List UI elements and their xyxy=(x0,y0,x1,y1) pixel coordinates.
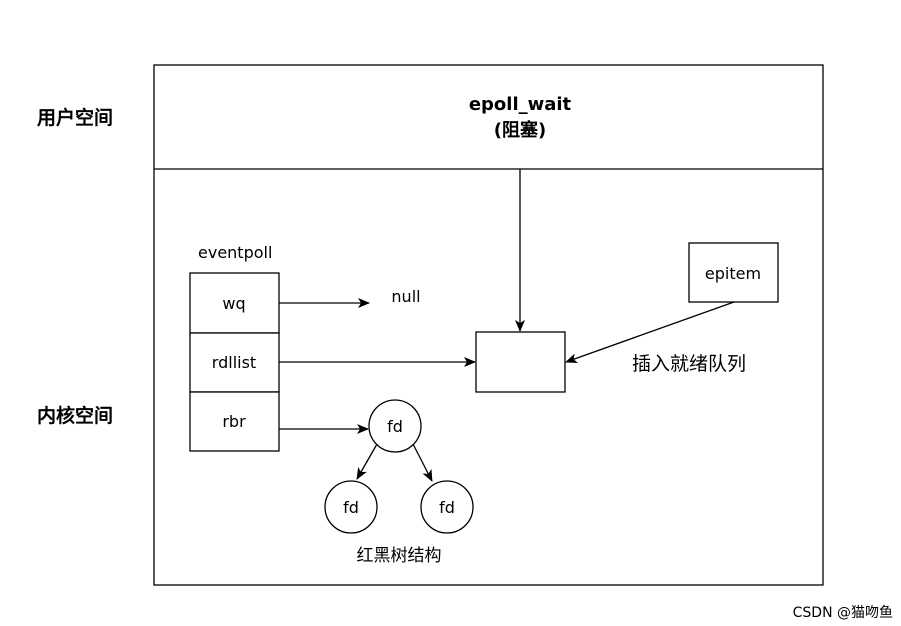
rdllist-field-label: rdllist xyxy=(212,353,256,372)
rbtree-caption: 红黑树结构 xyxy=(357,546,442,566)
rbtree-right-node xyxy=(420,480,474,534)
kernel-space-label: 内核空间 xyxy=(37,404,113,427)
rbtree-root-label: fd xyxy=(387,417,403,436)
rbr-field-box xyxy=(189,391,280,452)
rbtree-left-label: fd xyxy=(343,498,359,517)
rbtree-right-label: fd xyxy=(439,498,455,517)
null-label: null xyxy=(391,287,420,306)
epitem-to-ready-list-arrow xyxy=(565,301,735,364)
epoll-wait-label: epoll_wait xyxy=(469,94,572,115)
rbtree-root-to-right-arrow xyxy=(412,443,433,482)
ready-list-box xyxy=(475,331,566,393)
insert-ready-queue-label: 插入就绪队列 xyxy=(632,353,746,375)
epitem-box xyxy=(688,242,779,303)
rbr-field-label: rbr xyxy=(222,412,246,431)
eventpoll-label: eventpoll xyxy=(198,243,272,262)
rbtree-root-to-left-arrow xyxy=(356,443,378,480)
blocking-label: (阻塞) xyxy=(494,119,546,141)
outer-frame xyxy=(153,64,824,586)
rbtree-left-node xyxy=(324,480,378,534)
wq-field-label: wq xyxy=(222,294,245,313)
rbtree-root-node xyxy=(368,399,422,453)
epitem-label: epitem xyxy=(705,264,761,283)
user-space-label: 用户空间 xyxy=(37,106,113,129)
wq-field-box xyxy=(189,272,280,334)
csdn-watermark: CSDN @猫吻鱼 xyxy=(793,604,893,621)
